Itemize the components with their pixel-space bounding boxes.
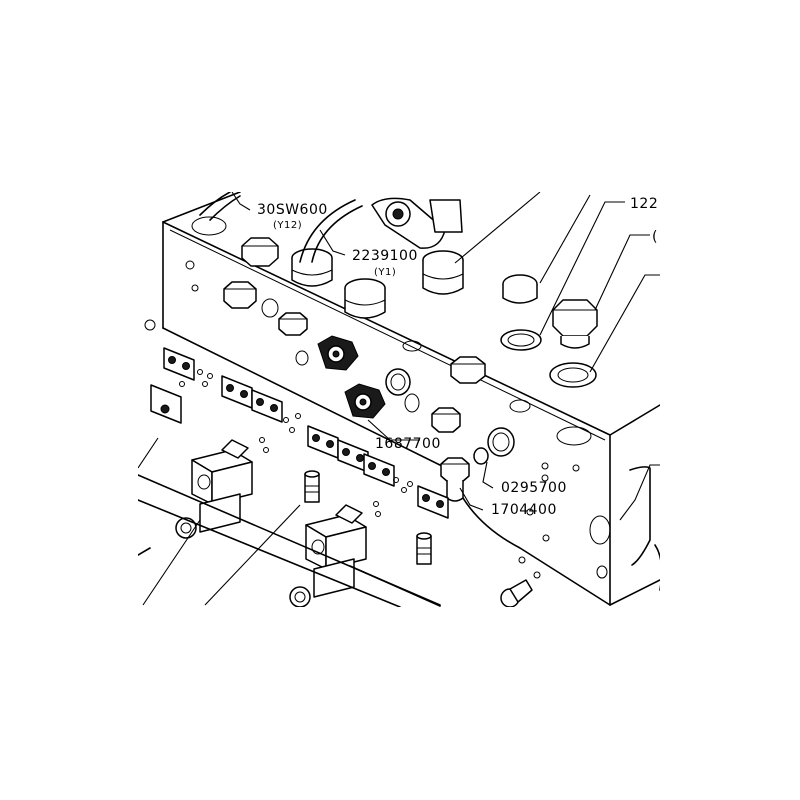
callout-labels: 30SW600 (Y12) 2239100 (Y1) 1687700 02957… [257,196,658,518]
tube-fittings [199,192,464,319]
callout-1687700: 1687700 [375,436,441,452]
callout-122: 122 [630,196,658,212]
quick-couplers [317,335,386,419]
callout-30sw600-sub: (Y12) [273,220,302,231]
valve-pads [144,319,449,519]
callout-1704400: 1704400 [491,502,557,518]
callout-0295700: 0295700 [501,480,567,496]
hex-plugs [223,237,486,502]
callout-2239100: 2239100 [352,248,418,264]
callout-edge: ( [652,229,658,245]
leader-lines [138,192,660,606]
solenoid-valves [138,439,533,607]
callout-2239100-sub: (Y1) [374,267,396,278]
seal-rings [385,274,598,465]
callout-30sw600: 30SW600 [257,202,328,218]
